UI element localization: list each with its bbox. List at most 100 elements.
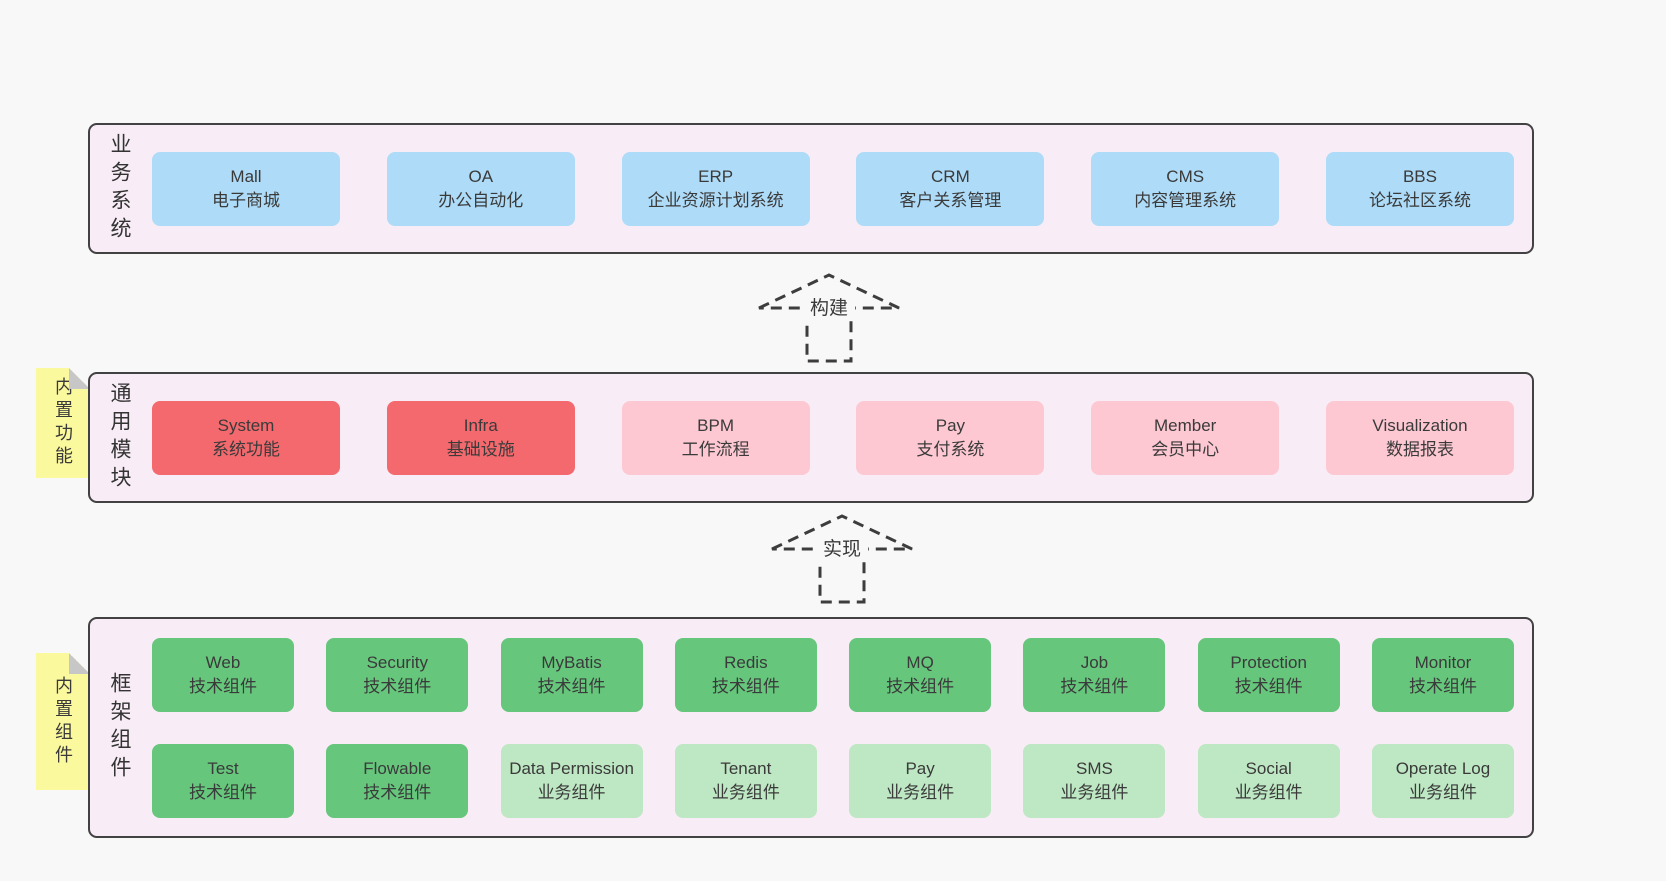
implement-arrow-label: 实现: [823, 538, 861, 560]
box-mq: MQ 技术组件: [849, 637, 992, 712]
box-subtitle: 业务组件: [1408, 782, 1477, 802]
sticky-fold-icon: [69, 653, 90, 674]
box-subtitle: 技术组件: [1408, 676, 1477, 696]
box-title: Mall: [230, 167, 262, 187]
box-title: System: [217, 416, 275, 436]
sticky-note-label: 内置组件: [53, 675, 73, 768]
box-title: BBS: [1402, 167, 1437, 187]
box-title: Member: [1154, 416, 1217, 436]
box-security: Security 技术组件: [326, 637, 469, 712]
box-title: Test: [207, 759, 239, 779]
box-pay-system: Pay 支付系统: [856, 400, 1045, 475]
layer-label-business-systems: 业务系统: [108, 132, 131, 245]
box-title: MQ: [906, 653, 934, 673]
box-member: Member 会员中心: [1091, 400, 1280, 475]
box-title: Data Permission: [509, 759, 634, 779]
box-title: Monitor: [1414, 653, 1472, 673]
box-subtitle: 支付系统: [916, 439, 985, 459]
common-modules-row: System 系统功能 Infra 基础设施 BPM 工作流程 Pay 支付系统…: [134, 400, 1532, 475]
box-subtitle: 技术组件: [189, 676, 257, 696]
box-subtitle: 基础设施: [446, 439, 515, 459]
box-subtitle: 数据报表: [1385, 439, 1454, 459]
box-title: SMS: [1075, 759, 1113, 779]
box-subtitle: 内容管理系统: [1134, 190, 1237, 210]
box-title: Operate Log: [1395, 759, 1491, 779]
box-flowable: Flowable 技术组件: [326, 743, 469, 818]
box-subtitle: 业务组件: [1060, 782, 1129, 802]
box-system: System 系统功能: [152, 400, 340, 475]
box-subtitle: 工作流程: [681, 439, 750, 459]
box-subtitle: 会员中心: [1151, 439, 1220, 459]
box-title: Pay: [905, 759, 935, 779]
sticky-note-built-in-components: 内置组件: [36, 653, 90, 790]
layer-label-common-modules: 通用模块: [108, 381, 131, 494]
box-title: Social: [1245, 759, 1292, 779]
box-subtitle: 业务组件: [537, 782, 606, 802]
framework-components-row-2: Test 技术组件 Flowable 技术组件 Data Permission …: [152, 743, 1514, 818]
box-subtitle: 技术组件: [537, 676, 606, 696]
box-mall: Mall 电子商城: [152, 151, 340, 226]
box-bbs: BBS 论坛社区系统: [1325, 151, 1514, 226]
box-title: Visualization: [1372, 416, 1468, 436]
sticky-note-built-in-features: 内置功能: [36, 368, 90, 478]
implement-arrow: 实现: [765, 512, 915, 608]
box-subtitle: 系统功能: [212, 439, 280, 459]
box-subtitle: 技术组件: [886, 676, 955, 696]
layer-business-systems: 业务系统 Mall 电子商城 OA 办公自动化 ERP 企业资源计划系统 CRM…: [88, 123, 1534, 254]
box-subtitle: 业务组件: [711, 782, 780, 802]
box-title: Infra: [463, 416, 498, 436]
box-cms: CMS 内容管理系统: [1091, 151, 1280, 226]
box-infra: Infra 基础设施: [386, 400, 575, 475]
box-title: BPM: [697, 416, 735, 436]
box-subtitle: 电子商城: [212, 190, 280, 210]
box-title: Job: [1080, 653, 1109, 673]
box-title: Redis: [724, 653, 768, 673]
framework-components-row-1: Web 技术组件 Security 技术组件 MyBatis 技术组件 Redi…: [152, 637, 1514, 712]
layer-label-framework-components: 框架组件: [108, 671, 131, 784]
box-web: Web 技术组件: [152, 637, 294, 712]
business-systems-row: Mall 电子商城 OA 办公自动化 ERP 企业资源计划系统 CRM 客户关系…: [134, 151, 1532, 226]
box-subtitle: 论坛社区系统: [1368, 190, 1471, 210]
box-title: Protection: [1230, 653, 1307, 673]
box-crm: CRM 客户关系管理: [856, 151, 1045, 226]
box-erp: ERP 企业资源计划系统: [621, 151, 810, 226]
box-subtitle: 业务组件: [886, 782, 955, 802]
box-title: OA: [468, 167, 494, 187]
box-bpm: BPM 工作流程: [621, 400, 810, 475]
box-subtitle: 技术组件: [711, 676, 780, 696]
build-arrow-label: 构建: [810, 297, 848, 319]
box-operate-log: Operate Log 业务组件: [1371, 743, 1514, 818]
box-title: Flowable: [363, 759, 432, 779]
box-monitor: Monitor 技术组件: [1371, 637, 1514, 712]
box-subtitle: 技术组件: [1060, 676, 1129, 696]
box-social: Social 业务组件: [1197, 743, 1340, 818]
box-title: CRM: [931, 167, 970, 187]
box-subtitle: 客户关系管理: [899, 190, 1002, 210]
box-subtitle: 技术组件: [189, 782, 257, 802]
box-redis: Redis 技术组件: [674, 637, 817, 712]
box-tenant: Tenant 业务组件: [674, 743, 817, 818]
box-subtitle: 技术组件: [363, 676, 432, 696]
box-mybatis: MyBatis 技术组件: [500, 637, 643, 712]
box-subtitle: 企业资源计划系统: [647, 190, 784, 210]
box-test: Test 技术组件: [152, 743, 294, 818]
box-title: Tenant: [720, 759, 772, 779]
sticky-fold-icon: [69, 368, 90, 389]
box-title: ERP: [698, 167, 734, 187]
build-arrow: 构建: [752, 271, 902, 367]
layer-common-modules: 通用模块 System 系统功能 Infra 基础设施 BPM 工作流程 Pay…: [88, 372, 1534, 503]
box-title: Pay: [935, 416, 966, 436]
layer-framework-components: 框架组件 Web 技术组件 Security 技术组件 MyBatis 技术组件…: [88, 617, 1534, 838]
dashed-up-arrow-icon: 实现: [771, 514, 913, 604]
box-oa: OA 办公自动化: [386, 151, 575, 226]
box-data-permission: Data Permission 业务组件: [500, 743, 643, 818]
box-subtitle: 业务组件: [1234, 782, 1303, 802]
box-title: Security: [366, 653, 428, 673]
box-job: Job 技术组件: [1023, 637, 1166, 712]
framework-components-grid: Web 技术组件 Security 技术组件 MyBatis 技术组件 Redi…: [134, 637, 1532, 818]
sticky-note-label: 内置功能: [53, 377, 73, 469]
box-subtitle: 办公自动化: [438, 190, 524, 210]
box-subtitle: 技术组件: [363, 782, 432, 802]
box-title: MyBatis: [541, 653, 602, 673]
box-visualization: Visualization 数据报表: [1325, 400, 1514, 475]
